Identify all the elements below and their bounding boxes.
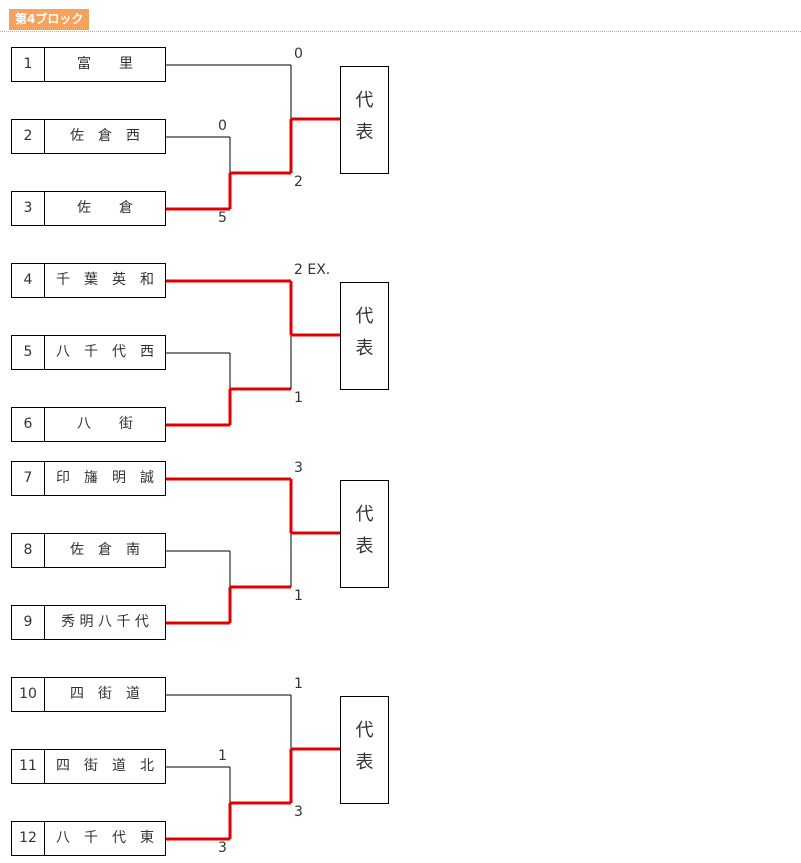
final-score-bottom: 3 — [294, 804, 303, 820]
team-seed: 7 — [12, 462, 45, 495]
final-score-top: 0 — [294, 46, 303, 62]
team-seed: 4 — [12, 264, 45, 297]
team-seed: 11 — [12, 750, 45, 783]
team-box: 8 佐 倉 南 — [11, 533, 166, 568]
team-name: 印 旛 明 誠 — [56, 470, 154, 486]
representative-box: 代 表 — [340, 696, 389, 804]
semi-score-top: 0 — [218, 118, 227, 134]
representative-box: 代 表 — [340, 66, 389, 174]
team-name: 八 千 代 東 — [56, 830, 154, 846]
block-title: 第4ブロック — [9, 9, 90, 30]
final-score-top: 2 EX. — [294, 262, 331, 278]
block-header: 第4ブロック — [0, 0, 801, 32]
team-seed: 5 — [12, 336, 45, 369]
final-score-bottom: 1 — [294, 390, 303, 406]
team-name: 秀 明 八 千 代 — [61, 614, 149, 630]
team-seed: 6 — [12, 408, 45, 441]
team-seed: 9 — [12, 606, 45, 639]
team-name: 千 葉 英 和 — [56, 272, 154, 288]
team-box: 10 四 街 道 — [11, 677, 166, 712]
team-name: 佐 倉 西 — [70, 128, 140, 144]
final-score-bottom: 2 — [294, 174, 303, 190]
team-box: 2 佐 倉 西 — [11, 119, 166, 154]
representative-label: 代 表 — [355, 504, 374, 557]
team-seed: 12 — [12, 822, 45, 855]
representative-label: 代 表 — [355, 720, 374, 773]
team-box: 9 秀 明 八 千 代 — [11, 605, 166, 640]
team-box: 4 千 葉 英 和 — [11, 263, 166, 298]
team-name: 四 街 道 — [70, 686, 140, 702]
team-box: 12 八 千 代 東 — [11, 821, 166, 856]
team-seed: 3 — [12, 192, 45, 225]
team-box: 11 四 街 道 北 — [11, 749, 166, 784]
representative-box: 代 表 — [340, 282, 389, 390]
team-box: 6 八 街 — [11, 407, 166, 442]
team-name: 佐 倉 南 — [70, 542, 140, 558]
team-box: 3 佐 倉 — [11, 191, 166, 226]
team-seed: 10 — [12, 678, 45, 711]
final-score-top: 3 — [294, 460, 303, 476]
representative-label: 代 表 — [355, 90, 374, 143]
team-seed: 2 — [12, 120, 45, 153]
team-box: 1 富 里 — [11, 47, 166, 82]
team-name: 佐 倉 — [77, 200, 133, 216]
team-name: 八 街 — [77, 416, 133, 432]
representative-box: 代 表 — [340, 480, 389, 588]
semi-score-top: 1 — [218, 748, 227, 764]
team-name: 八 千 代 西 — [56, 344, 154, 360]
semi-score-bottom: 3 — [218, 840, 227, 856]
team-seed: 1 — [12, 48, 45, 81]
team-box: 7 印 旛 明 誠 — [11, 461, 166, 496]
team-box: 5 八 千 代 西 — [11, 335, 166, 370]
final-score-top: 1 — [294, 676, 303, 692]
representative-label: 代 表 — [355, 306, 374, 359]
team-name: 富 里 — [77, 56, 133, 72]
semi-score-bottom: 5 — [218, 210, 227, 226]
final-score-bottom: 1 — [294, 588, 303, 604]
team-name: 四 街 道 北 — [56, 758, 154, 774]
team-seed: 8 — [12, 534, 45, 567]
